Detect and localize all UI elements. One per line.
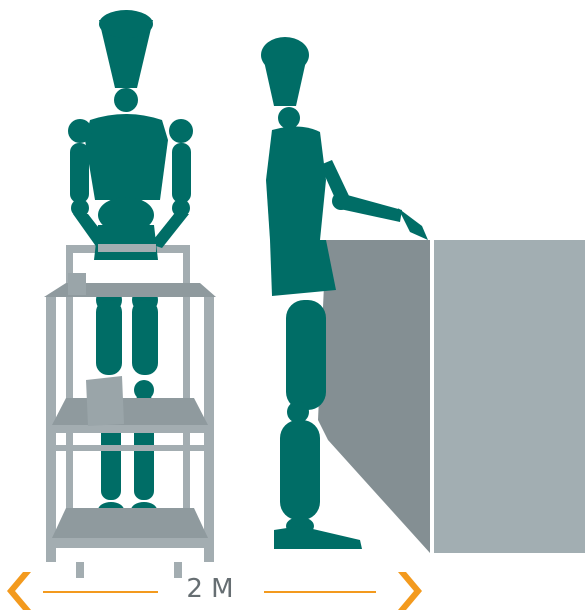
counter-front — [434, 240, 585, 553]
figure-front — [68, 10, 193, 518]
counter — [318, 240, 585, 553]
cart — [44, 244, 216, 578]
cart-bottom-shelf — [52, 508, 208, 538]
dimension-label: 2 M — [150, 572, 270, 606]
box-large — [86, 376, 124, 426]
chevron-right-icon — [398, 572, 422, 610]
box-small — [68, 273, 86, 295]
chevron-left-icon — [7, 572, 31, 610]
cart-middle-shelf — [52, 398, 208, 425]
